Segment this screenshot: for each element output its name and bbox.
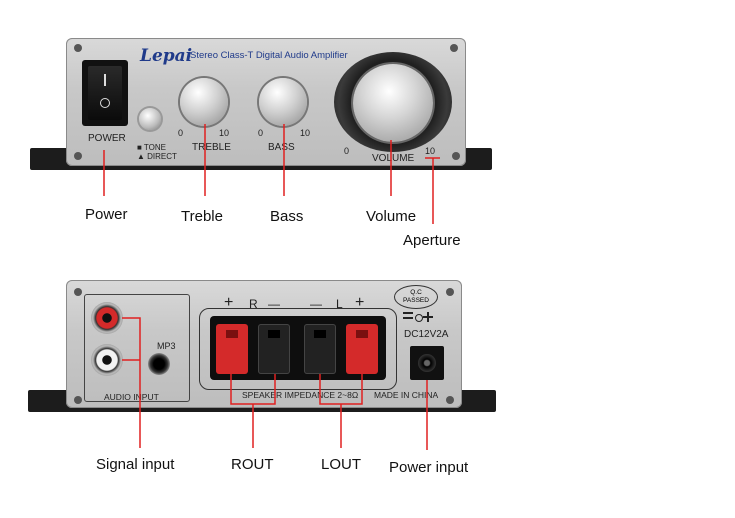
bass-knob[interactable] [259, 78, 307, 126]
mp3-label: MP3 [157, 341, 176, 351]
mp3-jack[interactable] [148, 353, 170, 375]
callout-signal-input: Signal input [96, 456, 175, 473]
speaker-r-minus-mark: — [268, 297, 280, 311]
callout-treble: Treble [181, 208, 223, 225]
brand-logo: Lepai [140, 46, 193, 66]
callout-volume: Volume [366, 208, 417, 225]
clip-hole [268, 330, 280, 338]
callout-power: Power [85, 206, 128, 223]
qc-line1: Q.C [410, 289, 422, 296]
screw-icon [74, 44, 82, 52]
volume-label: VOLUME [372, 153, 415, 164]
speaker-l-plus-mark: + [355, 294, 365, 311]
dc-label: DC12V2A [404, 329, 449, 340]
on-mark-icon [104, 74, 106, 86]
screw-icon [450, 44, 458, 52]
direct-label: ▲ DIRECT [137, 152, 177, 161]
rout-callout-bracket [230, 374, 276, 405]
screw-icon [74, 396, 82, 404]
dc-polarity-icon [403, 310, 437, 324]
clip-hole [226, 330, 238, 338]
treble-max: 10 [219, 128, 230, 138]
callout-rout: ROUT [231, 456, 274, 473]
tone-indicator-icon: ■ [137, 143, 144, 152]
clip-hole [356, 330, 368, 338]
callout-aperture: Aperture [403, 232, 461, 249]
bass-max: 10 [300, 128, 311, 138]
qc-line2: PASSED [403, 297, 429, 304]
treble-knob[interactable] [180, 78, 228, 126]
treble-label: TREBLE [192, 142, 231, 153]
impedance-label: SPEAKER IMPEDANCE 2~8Ω [242, 390, 359, 400]
treble-min: 0 [178, 128, 184, 138]
audio-input-box [84, 294, 190, 402]
bass-min: 0 [258, 128, 264, 138]
screw-icon [74, 152, 82, 160]
power-label: POWER [88, 133, 126, 144]
speaker-l-minus-clip[interactable] [304, 324, 336, 374]
speaker-l-mark: L [336, 297, 343, 311]
off-mark-icon [100, 98, 110, 108]
speaker-r-minus-clip[interactable] [258, 324, 290, 374]
volume-min: 0 [344, 146, 350, 156]
power-switch[interactable] [82, 60, 128, 126]
tone-direct-button[interactable] [139, 108, 161, 130]
callout-power-input: Power input [389, 459, 469, 476]
speaker-r-plus-mark: + [224, 294, 234, 311]
rca-right-jack[interactable] [91, 302, 123, 334]
signal-input-callout-line [122, 317, 141, 448]
speaker-r-plus-clip[interactable] [216, 324, 248, 374]
screw-icon [446, 288, 454, 296]
qc-passed-stamp: Q.C PASSED [394, 285, 438, 309]
screw-icon [74, 288, 82, 296]
speaker-l-plus-clip[interactable] [346, 324, 378, 374]
lout-callout-bracket [319, 374, 363, 405]
power-rocker [88, 66, 122, 120]
screw-icon [446, 396, 454, 404]
callout-bass: Bass [270, 208, 304, 225]
bass-label: BASS [268, 142, 295, 153]
speaker-l-minus-mark: — [310, 297, 322, 311]
clip-hole [314, 330, 326, 338]
volume-knob[interactable] [353, 64, 433, 142]
direct-indicator-icon: ▲ [137, 152, 148, 161]
power-jack[interactable] [410, 346, 444, 380]
made-in-label: MADE IN CHINA [374, 390, 439, 400]
callout-lout: LOUT [321, 456, 362, 473]
front-subtitle: Stereo Class-T Digital Audio Amplifier [190, 50, 348, 61]
power-jack-socket [418, 354, 436, 372]
audio-input-label: AUDIO INPUT [104, 392, 159, 402]
speaker-r-mark: R [249, 297, 258, 311]
speaker-terminal-frame [199, 308, 397, 390]
volume-max: 10 [425, 146, 436, 156]
tone-label: ■ TONE [137, 143, 166, 152]
rca-left-jack[interactable] [91, 344, 123, 376]
screw-icon [452, 152, 460, 160]
